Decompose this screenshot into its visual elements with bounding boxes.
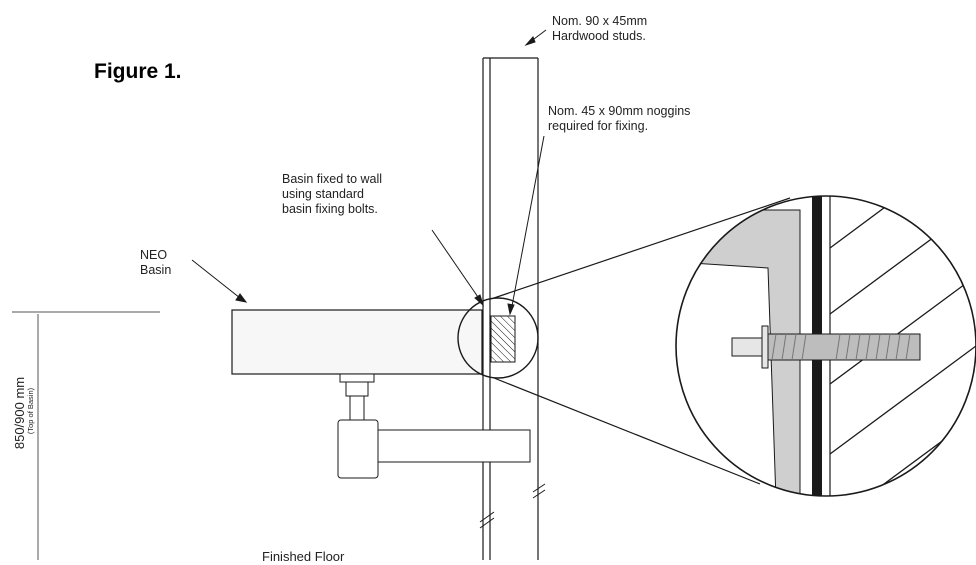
figure-title: Figure 1. (94, 60, 182, 83)
noggin (490, 315, 516, 363)
leader-arrows (191, 29, 547, 316)
label-noggins: Nom. 45 x 90mm noggins required for fixi… (548, 104, 691, 133)
label-basin: NEO Basin (140, 248, 172, 277)
zoomed-detail (675, 195, 976, 497)
label-studs: Nom. 90 x 45mm Hardwood studs. (552, 14, 648, 43)
zoom-connector-bottom (493, 377, 761, 485)
detail-callout-circle (457, 297, 539, 379)
label-fixing: Basin fixed to wall using standard basin… (282, 172, 383, 216)
bottle-trap (337, 373, 531, 479)
break-marks (479, 483, 546, 529)
height-dimension-label: 850/900 mm (12, 376, 27, 450)
label-finished-floor: Finished Floor (262, 549, 345, 564)
zoom-connector-top (493, 197, 791, 299)
wall-stud (482, 57, 539, 560)
basin-body (231, 309, 483, 375)
height-dimension-sublabel: (Top of Basin) (26, 387, 35, 435)
